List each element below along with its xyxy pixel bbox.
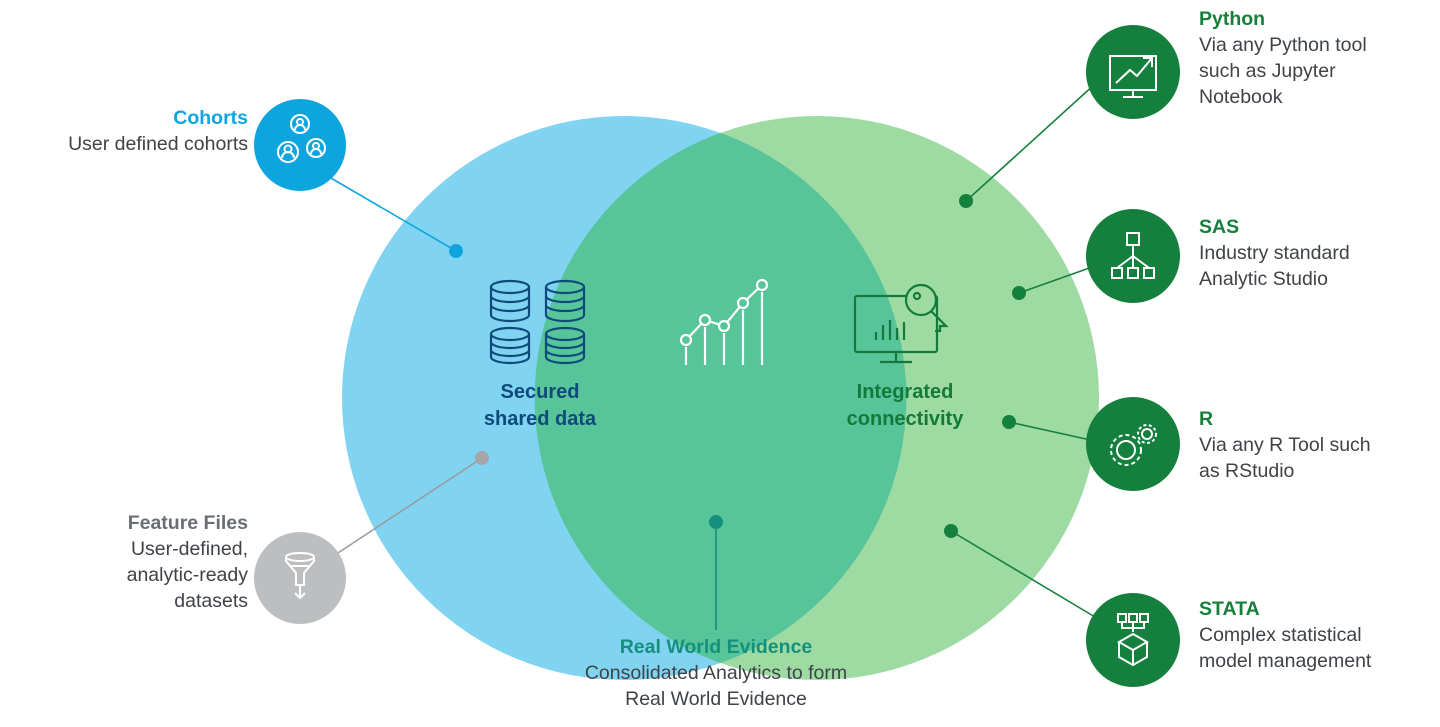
connector-python: [965, 83, 1096, 202]
dot-sas: [1012, 286, 1026, 300]
gears-icon: [1110, 424, 1157, 466]
cohorts-desc: User defined cohorts: [68, 133, 248, 155]
sas-title: SAS: [1199, 216, 1240, 238]
sas-badge: [1086, 209, 1180, 303]
sas-label: SAS Industry standard Analytic Studio: [1199, 214, 1434, 292]
r-desc: Via any R Tool such as RStudio: [1199, 434, 1371, 482]
connector-stata: [950, 530, 1096, 618]
real-world-desc: Consolidated Analytics to form Real Worl…: [584, 662, 848, 710]
connector-r: [1008, 421, 1096, 442]
python-badge: [1086, 25, 1180, 119]
dot-real-world: [709, 515, 723, 529]
real-world-title: Real World Evidence: [619, 636, 813, 658]
feature-files-desc: User-defined, analytic-ready datasets: [126, 538, 248, 612]
database-stack-icon: [489, 279, 586, 365]
feature-files-badge: [254, 532, 346, 624]
dot-python: [959, 194, 973, 208]
stata-desc: Complex statistical model management: [1199, 624, 1372, 672]
python-label: Python Via any Python tool such as Jupyt…: [1199, 6, 1434, 110]
r-badge: [1086, 397, 1180, 491]
monitor-key-icon: [853, 283, 949, 364]
r-title: R: [1199, 408, 1214, 430]
monitor-trend-icon: [1109, 55, 1157, 98]
stata-badge: [1086, 593, 1180, 687]
cohorts-badge: [254, 99, 346, 191]
python-desc: Via any Python tool such as Jupyter Note…: [1199, 34, 1367, 108]
model-box-icon: [1116, 613, 1150, 667]
stata-title: STATA: [1199, 598, 1260, 620]
cohorts-label: Cohorts User defined cohorts: [0, 105, 248, 157]
funnel-filter-icon: [285, 552, 315, 600]
dot-r: [1002, 415, 1016, 429]
dot-feature-files: [475, 451, 489, 465]
r-label: R Via any R Tool such as RStudio: [1199, 406, 1434, 484]
real-world-label: Real World Evidence Consolidated Analyti…: [516, 634, 916, 712]
stata-label: STATA Complex statistical model manageme…: [1199, 596, 1434, 674]
dot-stata: [944, 524, 958, 538]
cohorts-title: Cohorts: [173, 107, 248, 129]
feature-files-title: Feature Files: [127, 512, 248, 534]
secured-shared-data-title: Secured shared data: [483, 381, 597, 430]
feature-files-label: Feature Files User-defined, analytic-rea…: [0, 510, 248, 614]
connector-sas: [1018, 265, 1096, 294]
circle-overlap: [534, 132, 907, 664]
python-title: Python: [1199, 8, 1266, 30]
users-group-icon: [277, 114, 326, 163]
sas-desc: Industry standard Analytic Studio: [1199, 242, 1350, 290]
dot-cohorts: [449, 244, 463, 258]
trend-chart-icon: [679, 278, 769, 365]
hierarchy-icon: [1111, 232, 1155, 279]
integrated-connectivity-title: Integrated connectivity: [846, 381, 964, 430]
